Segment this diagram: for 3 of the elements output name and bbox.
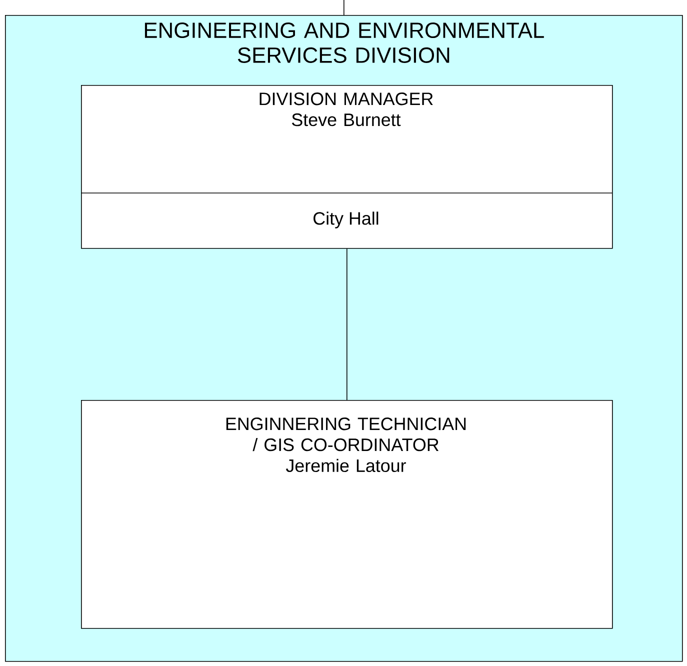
org-box: ENGINNERING TECHNICIAN / GIS CO-ORDINATOR Jeremie Latour <box>81 400 613 629</box>
connector-line <box>346 248 348 400</box>
org-box: DIVISION MANAGER Steve Burnett City Hall <box>80 85 613 249</box>
